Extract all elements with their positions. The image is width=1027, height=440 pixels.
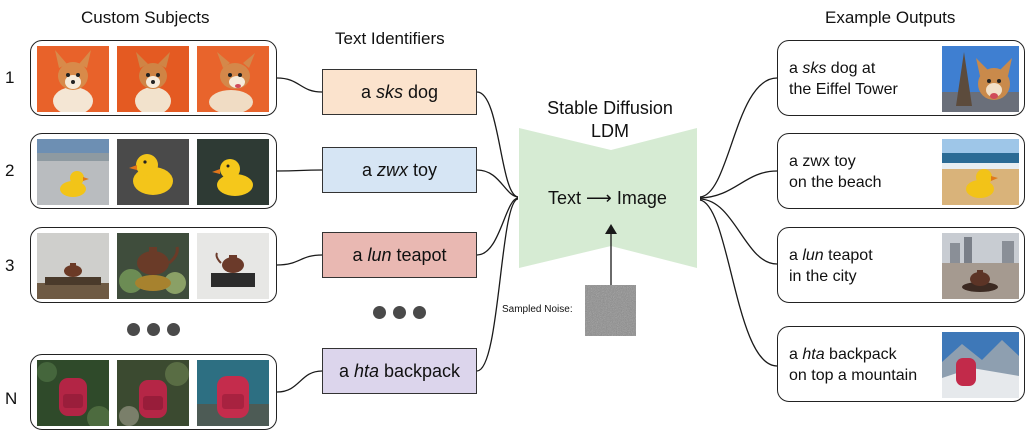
toy-photo-3: [197, 139, 269, 205]
identifier-suffix: dog: [402, 81, 439, 102]
ldm-input-label: Text: [548, 188, 582, 208]
output-line1: dog at: [826, 60, 876, 77]
wire-subject-1: [276, 77, 323, 93]
output-prefix: a: [789, 346, 803, 363]
output-prefix: a: [789, 60, 803, 77]
ellipsis-dot-left-3: [167, 323, 180, 336]
dog-photo-3: [197, 46, 269, 112]
teapot-photo-1: [37, 233, 109, 299]
output-box-backpack: a hta backpack on top a mountain: [777, 326, 1025, 402]
ldm-title-line2: LDM: [590, 121, 629, 141]
text-identifiers-header: Text Identifiers: [335, 29, 445, 48]
identifier-prefix: a: [338, 360, 349, 381]
output-photo-toy-beach: [942, 139, 1019, 205]
ellipsis-dot-mid-1: [373, 306, 386, 319]
row-label-3: 3: [5, 256, 15, 275]
ldm-flow-arrow-icon: ⟶: [586, 188, 612, 208]
ellipsis-dot-mid-2: [393, 306, 406, 319]
ldm-output-label: Image: [616, 188, 667, 208]
output-prefix: a: [789, 247, 803, 264]
output-prefix: a: [789, 153, 803, 170]
ellipsis-dot-left-2: [147, 323, 160, 336]
backpack-photo-3: [197, 360, 269, 426]
backpack-photo-2: [117, 360, 189, 426]
teapot-photo-3: [197, 233, 269, 299]
output-token: sks: [802, 60, 827, 77]
identifier-token: sks: [375, 81, 403, 102]
output-caption: a hta backpack on top a mountain: [789, 344, 939, 386]
output-line1: backpack: [824, 346, 897, 363]
wire-subject-n: [276, 370, 323, 393]
identifier-suffix: backpack: [379, 360, 461, 381]
output-box-toy: a zwx toy on the beach: [777, 133, 1025, 209]
toy-photo-2: [117, 139, 189, 205]
ldm-flow: Text ⟶ Image: [548, 188, 667, 209]
wire-identifier-n: [476, 198, 519, 372]
wire-output-3: [699, 198, 778, 265]
output-line2: on top a mountain: [789, 367, 918, 384]
output-photo-teapot-city: [942, 233, 1019, 299]
ellipsis-dot-left-1: [127, 323, 140, 336]
subject-box-toy: [30, 133, 277, 209]
wire-subject-2: [276, 169, 323, 172]
wire-output-1: [699, 77, 778, 198]
teapot-photo-2: [117, 233, 189, 299]
identifier-suffix: toy: [408, 159, 438, 180]
identifier-token: hta: [353, 360, 379, 381]
output-token: hta: [802, 346, 825, 363]
ldm-title-line1: Stable Diffusion: [547, 98, 673, 118]
dog-photo-1: [37, 46, 109, 112]
row-label-2: 2: [5, 161, 15, 180]
identifier-box-backpack: a hta backpack: [322, 348, 477, 394]
output-line2: the Eiffel Tower: [789, 81, 898, 98]
example-outputs-header: Example Outputs: [825, 8, 956, 27]
noise-image: [585, 285, 636, 336]
wire-subject-3: [276, 254, 323, 266]
subject-box-dog: [30, 40, 277, 116]
output-box-dog: a sks dog at the Eiffel Tower: [777, 40, 1025, 116]
wire-output-2: [699, 170, 778, 199]
backpack-photo-1: [37, 360, 109, 426]
identifier-suffix: teapot: [391, 244, 447, 265]
output-line2: in the city: [789, 268, 857, 285]
output-line1: teapot: [823, 247, 873, 264]
subject-box-backpack: [30, 354, 277, 430]
output-line2: on the beach: [789, 174, 882, 191]
identifier-prefix: a: [361, 159, 372, 180]
identifier-token: lun: [367, 244, 392, 265]
row-label-1: 1: [5, 68, 15, 87]
noise-arrow-head: [605, 224, 617, 234]
toy-photo-1: [37, 139, 109, 205]
dog-photo-2: [117, 46, 189, 112]
output-caption: a zwx toy on the beach: [789, 151, 939, 193]
ellipsis-dot-mid-3: [413, 306, 426, 319]
custom-subjects-header: Custom Subjects: [81, 8, 210, 27]
subject-box-teapot: [30, 227, 277, 303]
ldm-title: Stable Diffusion LDM: [530, 97, 690, 143]
identifier-token: zwx: [377, 159, 408, 180]
identifier-prefix: a: [352, 244, 363, 265]
identifier-prefix: a: [360, 81, 371, 102]
identifier-box-teapot: a lun teapot: [322, 232, 477, 278]
wire-output-4: [699, 199, 778, 367]
wire-identifier-2: [476, 169, 519, 198]
output-caption: a lun teapot in the city: [789, 245, 939, 287]
ldm-shape: [519, 128, 697, 268]
wire-identifier-1: [476, 91, 519, 198]
noise-label: Sampled Noise:: [502, 304, 573, 315]
row-label-n: N: [5, 389, 18, 408]
output-photo-dog-eiffel: [942, 46, 1019, 112]
wire-identifier-3: [476, 197, 519, 256]
output-caption: a sks dog at the Eiffel Tower: [789, 58, 939, 100]
output-line1: zwx toy: [802, 153, 856, 170]
output-box-teapot: a lun teapot in the city: [777, 227, 1025, 303]
output-token: lun: [802, 247, 824, 264]
identifier-box-dog: a sks dog: [322, 69, 477, 115]
output-photo-backpack-mountain: [942, 332, 1019, 398]
identifier-box-toy: a zwx toy: [322, 147, 477, 193]
